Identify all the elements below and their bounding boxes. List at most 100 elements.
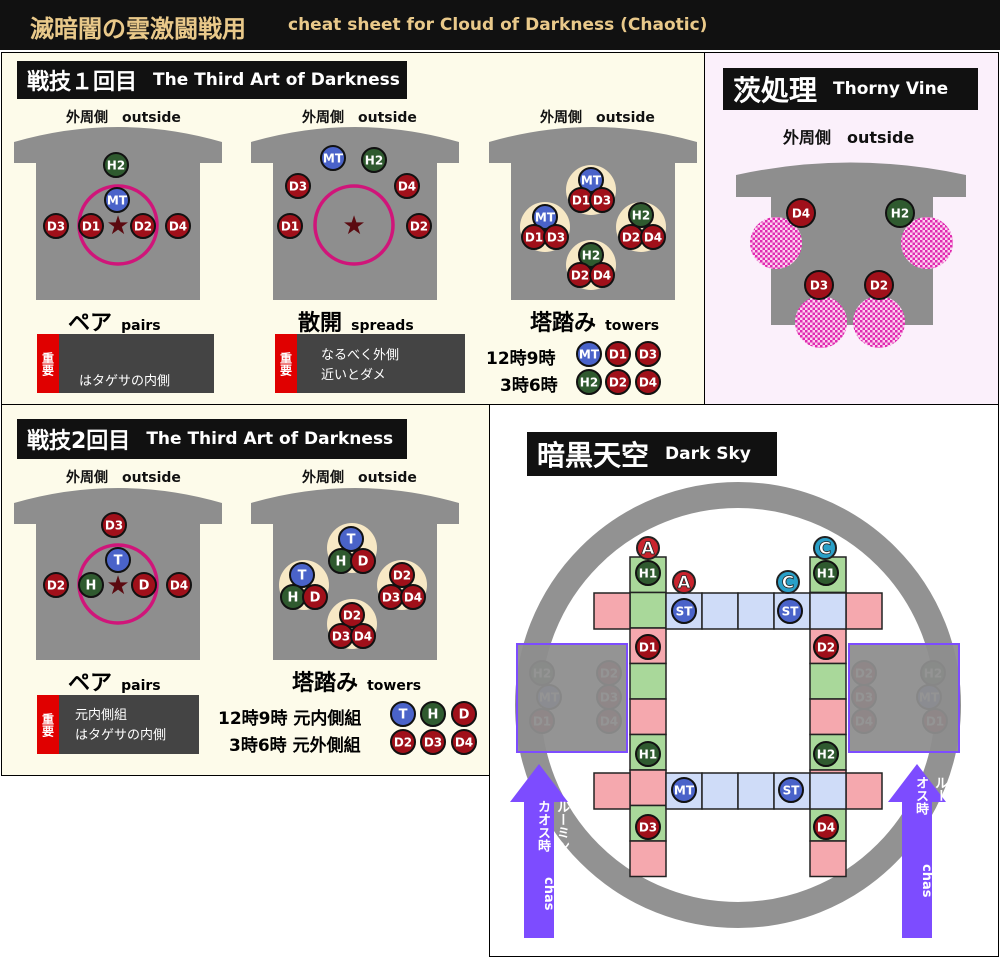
platform-tile <box>701 592 739 630</box>
platform-tile <box>629 769 667 807</box>
svg-text:T: T <box>114 554 123 569</box>
svg-text:H2: H2 <box>632 209 650 223</box>
pair-note: はタゲサの内側 <box>59 334 214 393</box>
panel-dark-sky-title-en: Dark Sky <box>665 444 751 464</box>
svg-text:D3: D3 <box>424 736 442 750</box>
svg-text:D3: D3 <box>547 231 565 245</box>
tower-caption-jp: 塔踏み <box>292 671 359 696</box>
platform-tile <box>809 662 847 700</box>
arena-shape <box>14 488 222 660</box>
role-token-d3: D3 <box>328 623 354 649</box>
role-token-d1: D1 <box>568 187 594 213</box>
role-token-h2: H2 <box>103 152 129 178</box>
vine-puddle <box>853 296 905 348</box>
spread-caption: 散開 spreads <box>298 305 414 337</box>
svg-text:D4: D4 <box>644 231 662 245</box>
outside-label: 外周側 outside <box>783 128 915 147</box>
spread-note: なるべく外側 近いとダメ <box>297 334 465 393</box>
role-token-d4: D4 <box>451 729 477 755</box>
svg-text:D3: D3 <box>639 821 657 835</box>
role-token-d1: D1 <box>605 341 631 367</box>
role-token-d2: D2 <box>864 270 894 300</box>
tower2-row-1: 12時9時 元内側組 <box>218 709 362 729</box>
svg-text:D1: D1 <box>609 348 627 362</box>
svg-text:ST: ST <box>782 605 800 619</box>
role-token-d4: D4 <box>786 198 816 228</box>
svg-text:D4: D4 <box>354 630 372 644</box>
panel-art2-title: 戦技2回目 The Third Art of Darkness <box>17 419 407 459</box>
outside-label: 外周側 outside <box>540 110 655 126</box>
role-token-d4: D4 <box>635 369 661 395</box>
role-token-d1: D1 <box>277 213 303 239</box>
pair2-note: 元内側組 はタゲサの内側 <box>59 695 199 754</box>
svg-text:D2: D2 <box>343 609 361 623</box>
svg-text:H1: H1 <box>639 748 657 762</box>
role-token-d4: D4 <box>400 584 426 610</box>
svg-text:H2: H2 <box>107 159 125 173</box>
role-token-t: T <box>105 547 131 573</box>
waymark-c: C <box>776 570 800 594</box>
role-token-d4: D4 <box>813 814 839 840</box>
panel-art1-title: 戦技１回目 The Third Art of Darkness <box>17 61 407 99</box>
svg-text:D2: D2 <box>817 641 835 655</box>
role-token-h2: H2 <box>578 242 604 268</box>
role-token-h: H <box>420 701 446 727</box>
role-token-d3: D3 <box>804 270 834 300</box>
role-token-mt: MT <box>104 187 130 213</box>
svg-text:D4: D4 <box>593 269 611 283</box>
panel-art1-title-en: The Third Art of Darkness <box>153 70 400 90</box>
platform-tile <box>809 698 847 736</box>
pair-caption: ペア pairs <box>68 305 161 337</box>
vine-puddle <box>901 217 953 269</box>
role-token-d4: D4 <box>394 173 420 199</box>
role-token-d3: D3 <box>420 729 446 755</box>
svg-text:T: T <box>399 708 408 723</box>
panel-thorny-title: 茨処理 Thorny Vine <box>723 68 978 110</box>
role-token-d2: D2 <box>567 262 593 288</box>
role-token-mt: MT <box>320 145 346 171</box>
svg-text:D: D <box>139 579 150 594</box>
svg-text:D4: D4 <box>398 180 416 194</box>
platform-tile <box>737 772 775 810</box>
platform-tile <box>629 840 667 878</box>
looming-label-right: ルーミングカオス時 looming chas <box>905 776 949 936</box>
outside-label: 外周側 outside <box>66 470 181 486</box>
svg-text:H1: H1 <box>639 567 657 581</box>
role-token-d: D <box>302 584 328 610</box>
role-token-h1: H1 <box>813 560 839 586</box>
panel-art2-title-jp: 戦技2回目 <box>27 429 131 454</box>
waymark-a: A <box>672 570 696 594</box>
boss-star-icon: ★ <box>106 571 129 601</box>
role-token-d2: D2 <box>605 369 631 395</box>
role-token-d4: D4 <box>589 262 615 288</box>
svg-text:D3: D3 <box>105 519 123 533</box>
role-token-d3: D3 <box>589 187 615 213</box>
role-token-d1: D1 <box>521 224 547 250</box>
role-token-d: D <box>451 701 477 727</box>
svg-text:D4: D4 <box>455 736 473 750</box>
svg-text:D2: D2 <box>571 269 589 283</box>
role-token-d1: D1 <box>635 634 661 660</box>
svg-text:H2: H2 <box>817 748 835 762</box>
platform-tile <box>593 772 631 810</box>
svg-text:D: D <box>310 591 321 606</box>
svg-text:D2: D2 <box>134 220 152 234</box>
role-token-d1: D1 <box>78 213 104 239</box>
tower-row-2: 3時6時 <box>500 376 558 396</box>
role-token-d: D <box>131 572 157 598</box>
tower-caption-jp: 塔踏み <box>530 311 597 336</box>
svg-text:H: H <box>86 579 97 594</box>
outside-label: 外周側 outside <box>66 110 181 126</box>
tower-caption-en: towers <box>367 678 422 694</box>
panel-dark-sky-title-jp: 暗黒天空 <box>537 439 650 472</box>
role-token-h2: H2 <box>361 147 387 173</box>
pair2-note-line1: 元内側組 <box>75 708 128 723</box>
svg-text:D1: D1 <box>639 641 657 655</box>
role-token-h1: H1 <box>635 741 661 767</box>
platform-tile <box>845 772 883 810</box>
platform-tile <box>737 592 775 630</box>
role-token-h2: H2 <box>813 741 839 767</box>
role-token-d4: D4 <box>640 224 666 250</box>
svg-text:D: D <box>358 555 369 570</box>
svg-text:MT: MT <box>535 211 556 225</box>
